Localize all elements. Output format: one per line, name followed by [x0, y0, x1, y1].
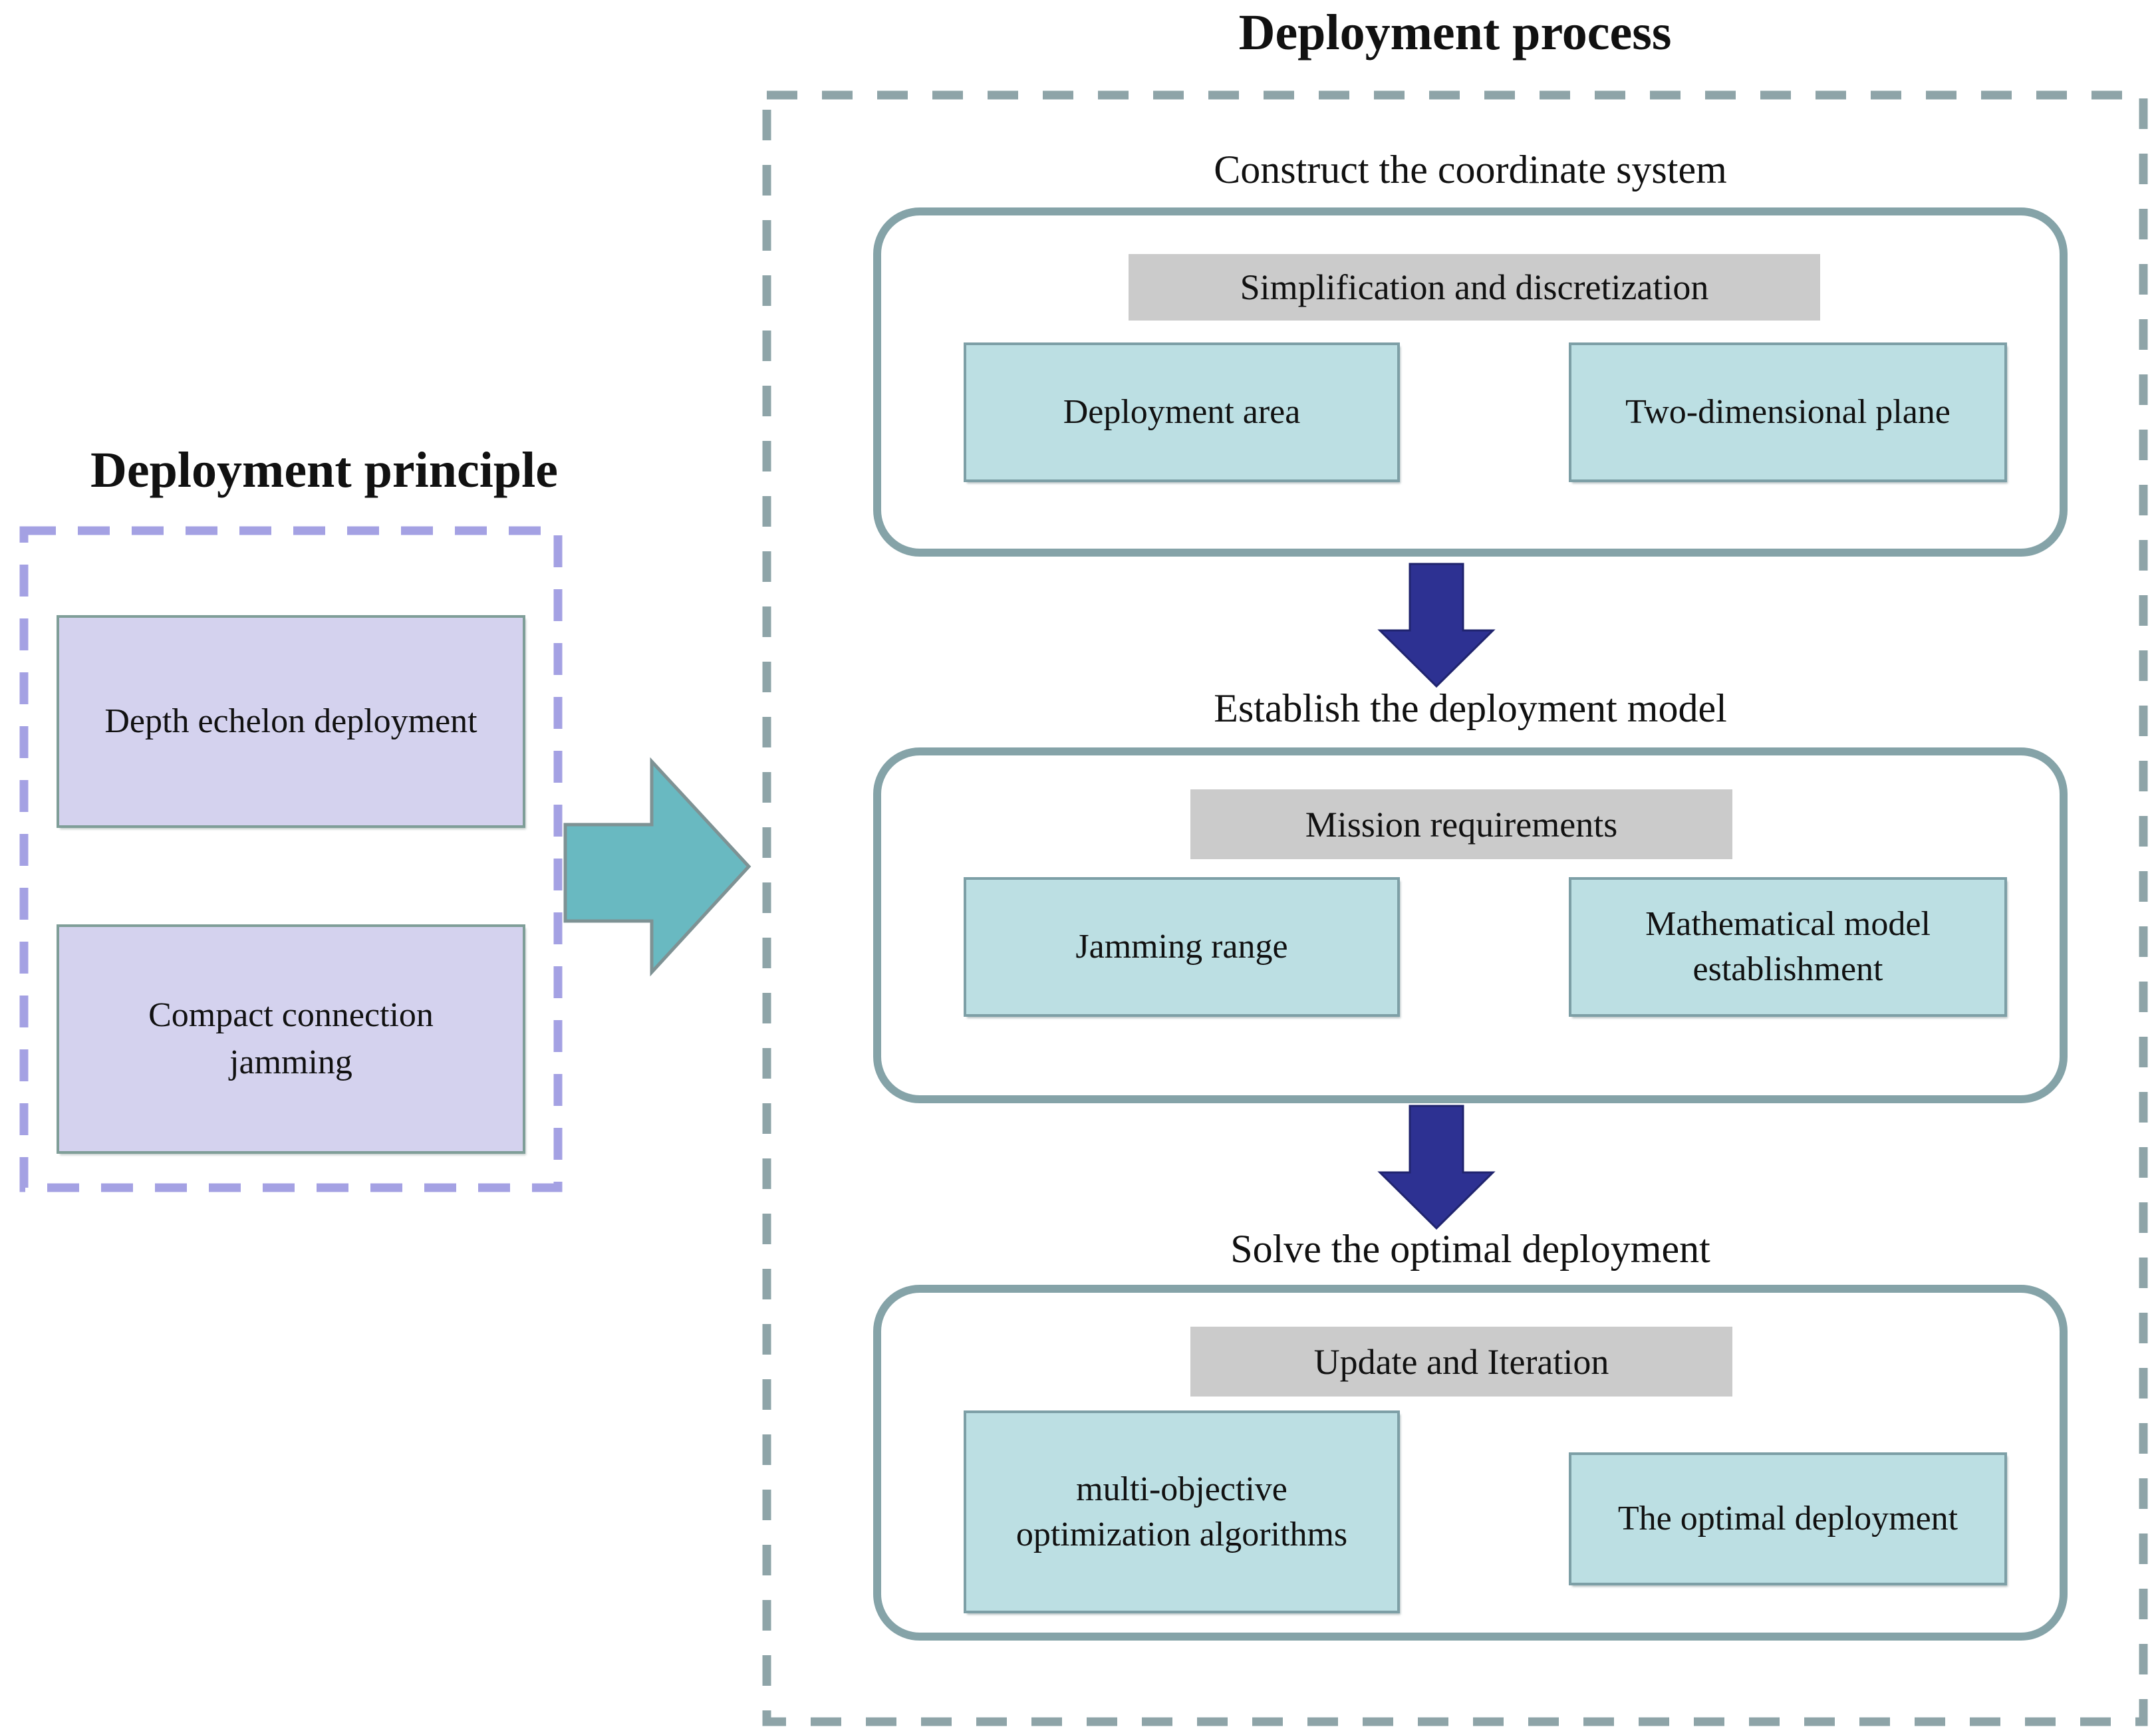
principle-box-compact-connection: Compact connection jamming — [57, 924, 525, 1154]
stage-label-construct-coordinate-system: Construct the coordinate system — [1214, 148, 1727, 192]
deployment-process-title: Deployment process — [1238, 5, 1672, 61]
big-right-arrow-icon — [563, 757, 751, 977]
principle-box-depth-echelon: Depth echelon deployment — [57, 615, 525, 828]
stage-label-establish-deployment-model: Establish the deployment model — [1214, 686, 1727, 730]
deployment-principle-dashed-frame — [19, 526, 563, 1192]
down-arrow-icon-2 — [1377, 1105, 1496, 1230]
step-box-jamming-range: Jamming range — [964, 877, 1400, 1017]
stage-label-solve-optimal-deployment: Solve the optimal deployment — [1230, 1227, 1710, 1271]
step-box-multi-objective-algorithms: multi-objective optimization algorithms — [964, 1410, 1400, 1613]
principle-box-label: Depth echelon deployment — [104, 702, 477, 740]
step-box-mathematical-model: Mathematical model establishment — [1569, 877, 2007, 1017]
principle-box-label: Compact connection jamming — [148, 996, 434, 1081]
step-box-deployment-area: Deployment area — [964, 342, 1400, 482]
step-box-label: Jamming range — [1075, 928, 1288, 966]
stage-header-update-iteration: Update and Iteration — [1190, 1327, 1732, 1397]
step-box-optimal-deployment: The optimal deployment — [1569, 1452, 2007, 1585]
deployment-principle-title: Deployment principle — [90, 442, 558, 498]
step-box-two-dimensional-plane: Two-dimensional plane — [1569, 342, 2007, 482]
stage-header-mission-requirements: Mission requirements — [1190, 789, 1732, 859]
step-box-label: Deployment area — [1063, 393, 1301, 432]
down-arrow-icon-1 — [1377, 563, 1496, 688]
deployment-process-dashed-frame — [762, 90, 2148, 1726]
step-box-label: The optimal deployment — [1617, 1500, 1958, 1538]
step-box-label: multi-objective optimization algorithms — [1015, 1470, 1348, 1553]
stage-header-simplification: Simplification and discretization — [1129, 254, 1820, 321]
step-box-label: Mathematical model establishment — [1645, 905, 1931, 988]
step-box-label: Two-dimensional plane — [1625, 393, 1951, 432]
